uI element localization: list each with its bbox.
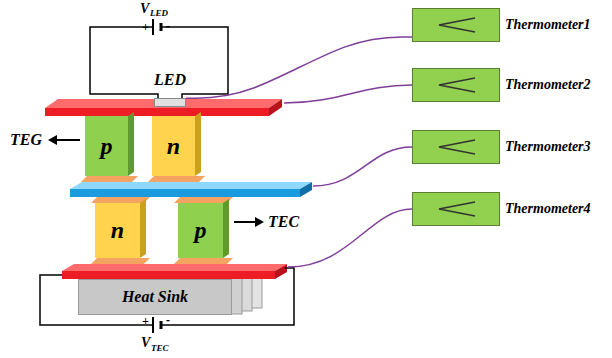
- voltage-symbol: V: [140, 2, 149, 16]
- voltage-subscript: TEC: [151, 344, 169, 353]
- arrow-head: [255, 217, 264, 227]
- leg-side: [140, 199, 146, 258]
- bottom-ceramic-plate: [62, 264, 287, 279]
- leader-line: [284, 85, 412, 103]
- arrow-line: [56, 139, 80, 141]
- arrow-head: [48, 135, 57, 145]
- node-text: p: [101, 133, 113, 159]
- plate-top: [45, 99, 282, 108]
- module-name: TEG: [10, 132, 42, 148]
- plate-front: [45, 108, 269, 116]
- node-text: n: [167, 133, 180, 159]
- thermometer: Thermometer4: [412, 192, 500, 226]
- battery-plate: [152, 19, 154, 35]
- leader-line: [288, 209, 412, 267]
- copper-pad: [81, 176, 138, 182]
- node-text: Thermometer1: [505, 17, 591, 32]
- node-text: Heat Sink: [122, 288, 188, 306]
- probe-symbol: [439, 18, 475, 32]
- top-ceramic-plate: [45, 99, 282, 116]
- copper-pad: [174, 258, 233, 264]
- thermocouple-lead: [186, 37, 412, 98]
- polarity-sign: +: [142, 21, 149, 33]
- probe-symbol: [439, 140, 475, 154]
- arrow-line: [234, 221, 256, 223]
- probe-symbol: [413, 193, 499, 225]
- leader-line: [313, 147, 412, 186]
- plate-top: [70, 182, 312, 189]
- probe-symbol: [413, 131, 499, 163]
- polarity-sign: -: [166, 20, 170, 32]
- voltage-symbol: V: [141, 336, 150, 350]
- middle-ceramic-plate: [70, 182, 312, 197]
- led-circuit: [90, 19, 228, 98]
- node-text: LED: [154, 71, 186, 89]
- node-text: Thermometer2: [505, 77, 591, 92]
- battery-plate: [160, 321, 163, 329]
- module-name: TEC: [268, 214, 299, 230]
- leg-side: [223, 199, 229, 258]
- probe-symbol: [439, 202, 475, 216]
- leg-side: [195, 112, 201, 176]
- plate-front: [70, 189, 300, 197]
- voltage-subscript: LED: [150, 9, 168, 18]
- thermometer: Thermometer3: [412, 130, 500, 164]
- copper-pad: [91, 258, 150, 264]
- probe-symbol: [439, 78, 475, 92]
- p-type-leg: p: [85, 116, 128, 176]
- plate-front: [62, 271, 275, 279]
- p-type-leg: p: [178, 203, 223, 258]
- thermometer: Thermometer1: [412, 8, 500, 42]
- heat-sink: Heat Sink: [78, 279, 232, 315]
- leg-side: [128, 112, 134, 176]
- node-text: Thermometer3: [505, 139, 591, 154]
- thermometer: Thermometer2: [412, 68, 500, 102]
- node-text: n: [111, 217, 124, 243]
- probe-symbol: [413, 69, 499, 101]
- n-type-leg: n: [95, 203, 140, 258]
- plate-top: [62, 264, 287, 271]
- node-text: Thermometer4: [505, 201, 591, 216]
- tec-circuit: [40, 268, 294, 333]
- n-type-leg: n: [152, 116, 195, 176]
- wire: [90, 27, 158, 98]
- polarity-sign: -: [166, 314, 170, 326]
- lower-leg-sides: [91, 197, 233, 264]
- plate-side: [275, 264, 287, 279]
- node-text: p: [195, 217, 207, 243]
- copper-pad: [148, 176, 205, 182]
- polarity-sign: +: [142, 315, 149, 327]
- battery-plate: [152, 317, 154, 333]
- plate-side: [300, 182, 312, 197]
- probe-symbol: [413, 9, 499, 41]
- thermocouple-leads: [284, 85, 412, 267]
- led-chip: LED: [154, 98, 186, 107]
- plate-side: [269, 99, 282, 116]
- upper-leg-sides: [81, 112, 205, 182]
- battery-plate: [160, 23, 163, 31]
